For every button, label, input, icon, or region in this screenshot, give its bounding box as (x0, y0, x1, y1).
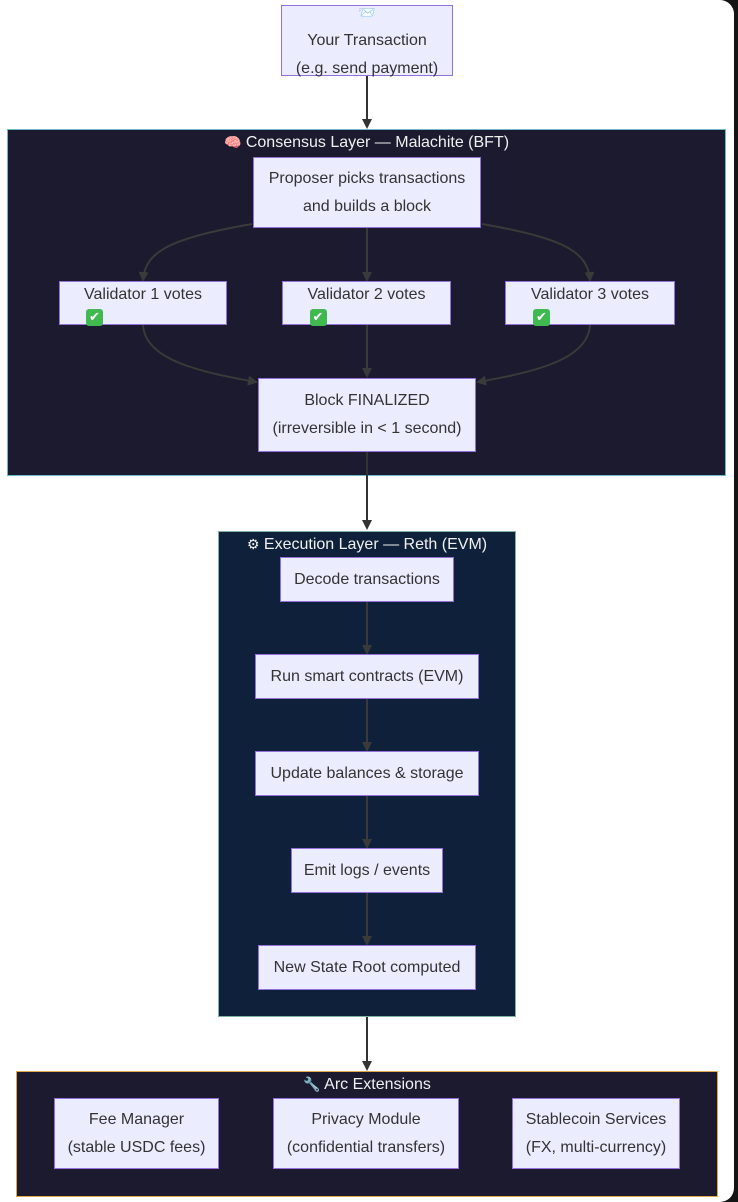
fee-manager-line1: Fee Manager (88, 1110, 185, 1128)
proposer-line2: and builds a block (302, 197, 432, 215)
validator-2-text: Validator 2 votes ✔ (308, 281, 426, 326)
validator-2-node: Validator 2 votes ✔ (282, 281, 451, 326)
block-finalized-node: Block FINALIZED (irreversible in < 1 sec… (258, 378, 476, 452)
gear-icon: ⚙ (246, 537, 260, 553)
privacy-module-line1: Privacy Module (311, 1110, 421, 1128)
update-balances-label: Update balances & storage (270, 764, 464, 782)
update-balances-node: Update balances & storage (255, 751, 479, 796)
validator-3-text: Validator 3 votes ✔ (531, 281, 649, 326)
envelope-icon: 📨 (358, 4, 376, 21)
validator-1-label: Validator 1 votes (84, 285, 202, 303)
stablecoin-services-node: Stablecoin Services (FX, multi-currency) (512, 1098, 680, 1169)
wrench-icon: 🔧 (303, 1077, 321, 1093)
stablecoin-services-line1: Stablecoin Services (525, 1110, 667, 1128)
your-transaction-title: Your Transaction (307, 31, 427, 49)
decode-transactions-node: Decode transactions (280, 557, 454, 602)
validator-1-node: Validator 1 votes ✔ (59, 281, 227, 326)
consensus-layer-label: Consensus Layer — Malachite (BFT) (245, 134, 510, 151)
check-mark-icon: ✔ (309, 308, 327, 326)
validator-2-label: Validator 2 votes (307, 285, 426, 303)
block-finalized-line2: (irreversible in < 1 second) (272, 420, 462, 437)
privacy-module-node: Privacy Module (confidential transfers) (273, 1098, 459, 1169)
brain-icon: 🧠 (223, 135, 242, 151)
new-state-root-node: New State Root computed (258, 945, 476, 990)
your-transaction-line1: 📨 Your Transaction (307, 0, 426, 55)
fee-manager-node: Fee Manager (stable USDC fees) (54, 1098, 219, 1169)
stablecoin-services-line2: (FX, multi-currency) (525, 1138, 667, 1156)
privacy-module-line2: (confidential transfers) (286, 1138, 446, 1156)
proposer-node: Proposer picks transactions and builds a… (253, 157, 481, 228)
check-mark-icon: ✔ (86, 308, 103, 326)
execution-layer-label: Execution Layer — Reth (EVM) (263, 536, 488, 553)
decode-transactions-label: Decode transactions (294, 570, 440, 588)
run-smart-contracts-node: Run smart contracts (EVM) (255, 654, 479, 699)
fee-manager-line2: (stable USDC fees) (67, 1138, 206, 1156)
validator-3-node: Validator 3 votes ✔ (505, 281, 675, 326)
new-state-root-label: New State Root computed (273, 958, 461, 976)
proposer-line1: Proposer picks transactions (268, 169, 466, 187)
validator-1-text: Validator 1 votes ✔ (84, 281, 202, 326)
your-transaction-node: 📨 Your Transaction (e.g. send payment) (281, 5, 453, 77)
consensus-layer-title: 🧠 Consensus Layer — Malachite (BFT) (8, 133, 725, 153)
your-transaction-subtitle: (e.g. send payment) (295, 59, 439, 77)
execution-layer-title: ⚙ Execution Layer — Reth (EVM) (219, 535, 515, 555)
run-smart-contracts-label: Run smart contracts (EVM) (270, 667, 464, 685)
arc-extensions-label: Arc Extensions (324, 1076, 431, 1093)
arc-extensions-title: 🔧 Arc Extensions (17, 1075, 717, 1095)
emit-logs-label: Emit logs / events (303, 861, 431, 879)
check-mark-icon: ✔ (533, 308, 550, 326)
emit-logs-node: Emit logs / events (291, 848, 443, 893)
validator-3-label: Validator 3 votes (531, 285, 649, 303)
block-finalized-line1: Block FINALIZED (304, 392, 430, 409)
